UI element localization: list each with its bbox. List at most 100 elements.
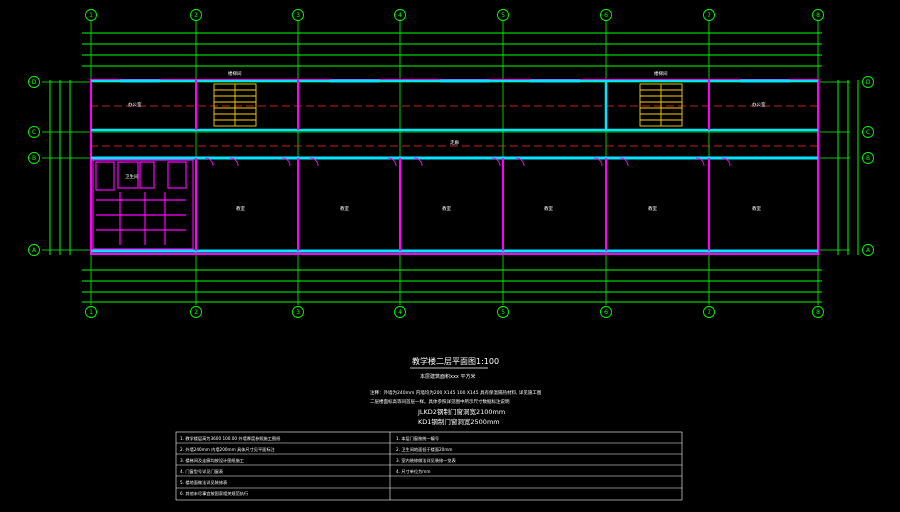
grid-bubble-label: 4 [398,309,402,316]
room-label: 楼梯间 [654,70,668,77]
grid-bubble-label: 5 [501,12,505,19]
grid-bubble-5: 5 [497,306,509,318]
grid-bubbles-bottom: 1 2 3 4 5 6 7 8 [85,306,824,318]
notes-table-right-row: 3. 室内装修做法详见装修一览表 [396,457,457,464]
note-line: JLKD2钢制门窗洞宽2100mm [417,407,505,416]
notes-table-left-row: 1. 教学楼层高为3600 100.00 外墙厚度参照施工图纸 [180,435,281,442]
grid-bubble-D: D [862,76,874,88]
grid-bubble-label: B [866,155,870,162]
room-label: 走廊 [450,139,459,146]
notes-table-left-row: 4. 门窗型号详见门窗表 [180,468,224,475]
grid-bubble-label: 1 [89,309,93,316]
grid-bubble-D: D [28,76,40,88]
grid-bubble-label: 8 [816,12,820,19]
grid-bubble-label: C [866,129,870,136]
grid-bubble-B: B [862,152,874,164]
grid-bubble-label: 3 [296,12,300,19]
door-swing [695,157,705,167]
grid-bubble-6: 6 [600,9,612,21]
grid-bubble-7: 7 [703,9,715,21]
door-swing [413,157,423,167]
door-arcs [204,157,731,167]
grid-bubble-label: C [32,129,36,136]
door-swing [721,157,731,167]
stair-east [639,83,683,127]
side-dimension-lines [49,80,859,255]
notes-table-left: 1. 教学楼层高为3600 100.00 外墙厚度参照施工图纸 2. 外墙240m… [180,435,281,497]
grid-bubble-label: D [866,79,871,86]
horizontal-grid-axes [42,81,850,251]
notes-table-left-row: 5. 楼地面做法详见装修表 [180,479,228,486]
grid-bubble-label: 8 [816,309,820,316]
door-swing [515,157,525,167]
grid-bubbles-top: 1 2 3 4 5 6 7 8 [85,9,824,21]
note-line: 二层楼面标高等同首层一样。具体参照详见图中所示尺寸数据标注说明 [370,398,510,405]
room-label: 卫生间 [125,173,139,180]
grid-bubble-label: 6 [604,309,608,316]
grid-bubble-label: 2 [194,12,198,19]
grid-bubble-6: 6 [600,306,612,318]
door-swing [491,157,501,167]
grid-bubble-label: 7 [707,309,711,316]
room-label: 办公室 [128,101,142,108]
notes-table-right: 1. 本层门窗按统一编号 2. 卫生间地面低于楼面20mm 3. 室内装修做法详见装… [396,435,457,475]
grid-bubble-label: 2 [194,309,198,316]
notes-table-left-row: 2. 外墙240mm 内墙200mm 具体尺寸见平面标注 [180,446,276,453]
room-label: 楼梯间 [228,70,242,77]
notes-table [175,431,683,501]
grid-bubble-3: 3 [292,306,304,318]
grid-bubble-3: 3 [292,9,304,21]
grid-bubble-4: 4 [394,9,406,21]
notes-table-left-row: 3. 楼梯间及走廊均按设计图纸施工 [180,457,244,464]
door-swing [281,157,291,167]
room-label: 教室 [648,205,657,212]
grid-bubble-label: 4 [398,12,402,19]
grid-bubble-1: 1 [85,306,97,318]
notes-table-right-row: 1. 本层门窗按统一编号 [396,435,439,442]
bottom-dimension-lines [82,269,822,303]
grid-bubble-7: 7 [703,306,715,318]
room-label: 教室 [340,205,349,212]
grid-bubble-B: B [28,152,40,164]
grid-bubble-1: 1 [85,9,97,21]
door-swing [229,157,239,167]
room-label: 办公室 [752,101,766,108]
grid-bubble-2: 2 [190,9,202,21]
door-swing [593,157,603,167]
grid-bubble-C: C [862,126,874,138]
notes-table-right-row: 4. 尺寸单位为mm [396,468,430,475]
notes-table-right-row: 2. 卫生间地面低于楼面20mm [396,446,453,453]
door-swing [309,157,319,167]
door-swing [387,157,397,167]
note-line: KD1钢制门窗洞宽2500mm [418,417,500,426]
grid-bubble-label: 6 [604,12,608,19]
grid-bubble-label: D [32,79,37,86]
grid-bubble-label: B [32,155,36,162]
grid-bubble-label: 5 [501,309,505,316]
grid-bubble-A: A [862,244,874,256]
grid-bubble-C: C [28,126,40,138]
door-swing [619,157,629,167]
grid-bubble-2: 2 [190,306,202,318]
grid-bubble-5: 5 [497,9,509,21]
room-label: 教室 [442,205,451,212]
grid-bubble-8: 8 [812,9,824,21]
room-label: 教室 [236,205,245,212]
door-swing [204,157,214,167]
grid-bubble-4: 4 [394,306,406,318]
top-dimension-lines [82,32,822,67]
room-label: 教室 [752,205,761,212]
toilet-block [92,159,194,250]
grid-bubble-A: A [28,244,40,256]
room-label: 教室 [544,205,553,212]
notes-table-left-row: 6. 其他未尽事宜按国家相关规范执行 [180,490,248,497]
grid-bubble-8: 8 [812,306,824,318]
note-line: 注释：外墙为240mm 内墙均为200 X145 100 X145 具有保温隔热… [370,389,542,396]
drawing-subtitle: 本层建筑面积xxx 平方米 [420,373,475,380]
grid-bubble-label: A [32,247,37,254]
grid-bubble-label: 1 [89,12,93,19]
grid-bubble-label: 3 [296,309,300,316]
stair-west [213,83,257,127]
grid-bubble-label: 7 [707,12,711,19]
